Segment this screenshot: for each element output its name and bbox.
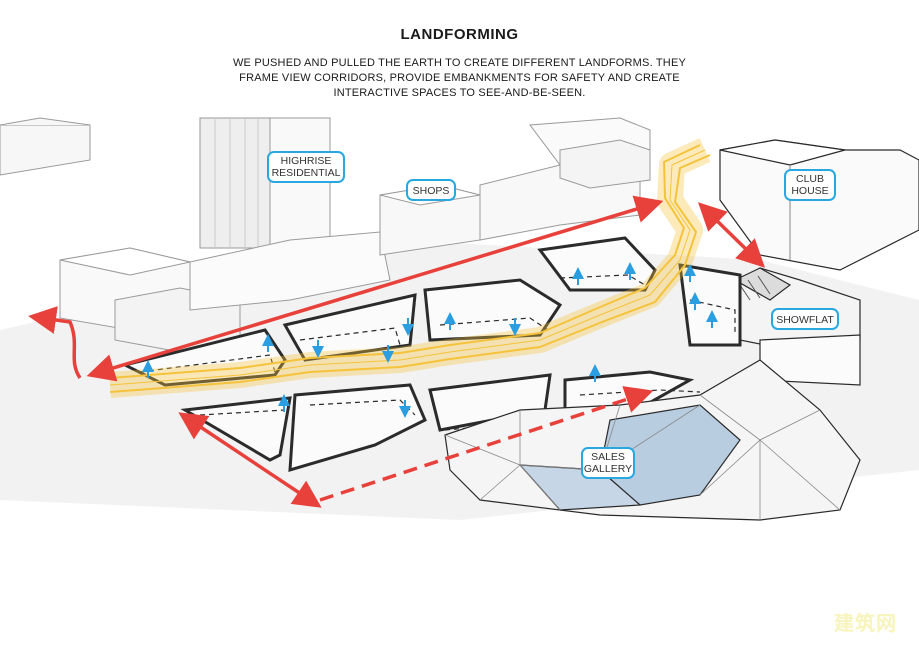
- label-sales-gallery: SALES GALLERY: [581, 447, 635, 479]
- red-arrow-top: [86, 195, 664, 382]
- label-club-house: CLUB HOUSE: [784, 169, 836, 201]
- page-title: LANDFORMING: [400, 26, 519, 43]
- sales-gallery-building: [444, 359, 861, 521]
- svg-text:HIGHRISE: HIGHRISE: [281, 155, 332, 167]
- svg-text:SHOPS: SHOPS: [413, 185, 450, 197]
- svg-text:SALES: SALES: [591, 451, 625, 463]
- description-line-3: INTERACTIVE SPACES TO SEE-AND-BE-SEEN.: [333, 87, 586, 99]
- label-highrise-residential: HIGHRISE RESIDENTIAL: [267, 151, 345, 183]
- description: WE PUSHED AND PULLED THE EARTH TO CREATE…: [200, 56, 719, 101]
- red-arrow-bottom-left: [178, 412, 322, 508]
- description-line-2: FRAME VIEW CORRIDORS, PROVIDE EMBANKMENT…: [239, 72, 680, 84]
- watermark-logo: 建筑网: [834, 613, 897, 635]
- description-line-1: WE PUSHED AND PULLED THE EARTH TO CREATE…: [232, 57, 687, 69]
- red-arrow-right: [697, 202, 766, 268]
- svg-text:GALLERY: GALLERY: [584, 463, 632, 475]
- clubhouse-building: [719, 139, 919, 271]
- label-shops: SHOPS: [406, 179, 456, 201]
- label-showflat: SHOWFLAT: [771, 308, 839, 330]
- svg-text:CLUB: CLUB: [796, 173, 824, 185]
- red-arrow-left: [28, 306, 82, 379]
- view-corridor-arrows: [28, 195, 766, 508]
- svg-text:HOUSE: HOUSE: [791, 185, 828, 197]
- red-arrow-dashed: [319, 386, 654, 502]
- embankment-up-arrows: [142, 262, 718, 418]
- svg-text:RESIDENTIAL: RESIDENTIAL: [272, 167, 341, 179]
- svg-text:SHOWFLAT: SHOWFLAT: [776, 314, 834, 326]
- landforming-diagram: HIGHRISE RESIDENTIAL SHOPS CLUB HOUSE SH…: [0, 117, 919, 521]
